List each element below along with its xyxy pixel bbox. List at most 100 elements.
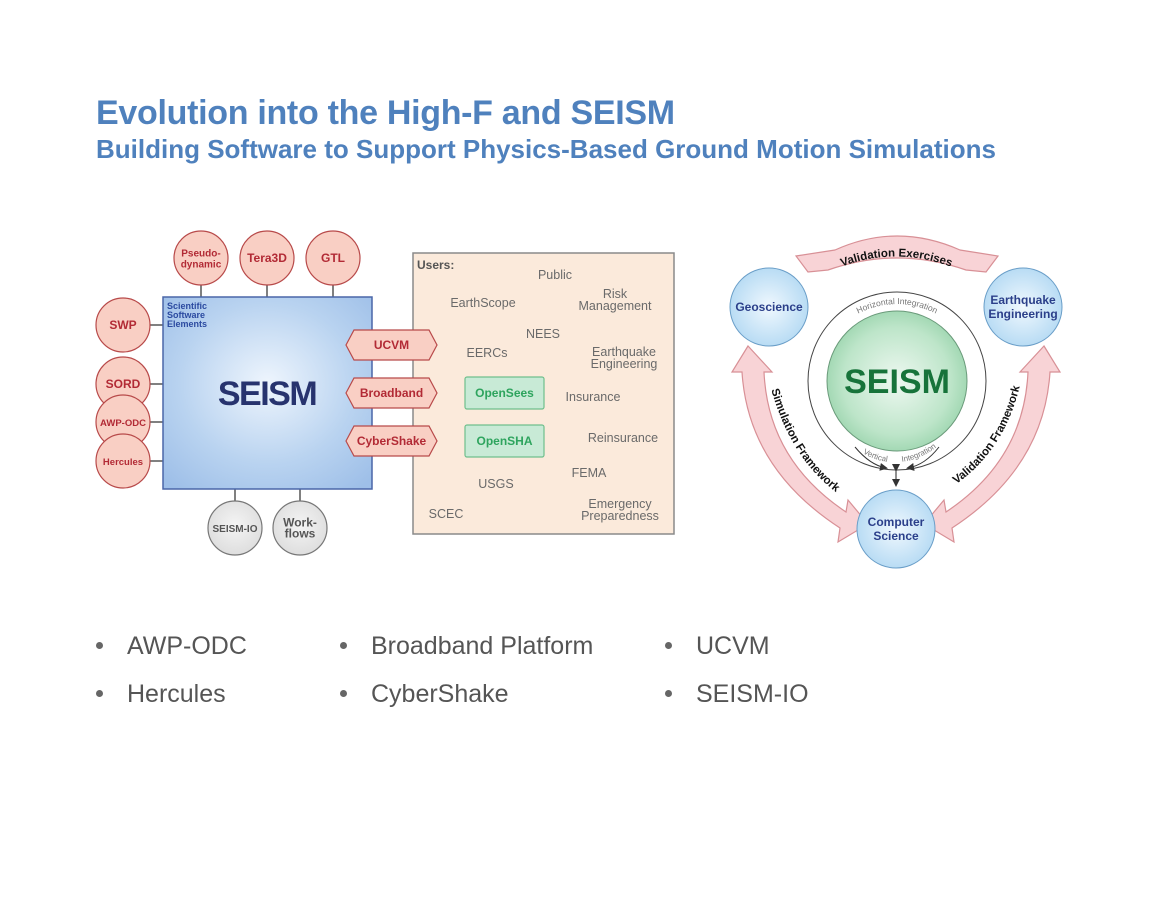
hex-shape — [345, 377, 438, 409]
top-node-label: GTL — [321, 251, 345, 265]
app-box-label: OpenSHA — [476, 434, 532, 448]
left-node-label: SORD — [106, 377, 141, 391]
core-corner-label-1: Scientific — [167, 301, 207, 311]
top-node-label-line-2: dynamic — [181, 260, 222, 271]
left-node: SORD — [95, 356, 151, 412]
discipline-label: Geoscience — [735, 300, 803, 314]
app-box-rect — [464, 376, 545, 410]
seism-integration-diagram: Validation Exercises Simulation Framewor… — [729, 235, 1063, 569]
bullet-dot-icon — [665, 641, 672, 649]
hex-label: Broadband — [360, 386, 423, 400]
bottom-node: SEISM-IO — [207, 500, 263, 556]
user-label: EarthScope — [450, 296, 515, 310]
left-node: Hercules — [95, 433, 151, 489]
bottom-node: Work-flows — [272, 500, 328, 556]
user-label-line-1: Emergency — [588, 497, 652, 511]
bullet-item: SEISM-IO — [665, 680, 809, 709]
bullet-dot-icon — [665, 689, 672, 697]
validation-exercises-arrow — [794, 235, 1000, 273]
user-label-line-2: Engineering — [591, 357, 658, 371]
left-node-label: AWP-ODC — [100, 418, 146, 429]
core-corner-label-2: Software — [167, 310, 205, 320]
user-label: NEES — [526, 327, 560, 341]
user-label-line-2: Preparedness — [581, 509, 659, 523]
hex-shape — [345, 329, 438, 361]
top-node: Pseudo-dynamic — [173, 230, 229, 286]
seism-center-label: SEISM — [844, 363, 950, 401]
bullet-text: UCVM — [696, 632, 770, 660]
user-label-line-2: Management — [579, 299, 652, 313]
bottom-node-label-line-2: flows — [285, 527, 316, 541]
vertical-arrow-left — [854, 446, 888, 471]
bullet-text: AWP-ODC — [127, 632, 247, 660]
hex-label: CyberShake — [357, 434, 427, 448]
core-corner-label-3: Elements — [167, 319, 207, 329]
user-label: EERCs — [467, 346, 508, 360]
node-circle — [272, 500, 328, 556]
pink-arrows — [730, 235, 1062, 544]
seism-center-circle — [826, 310, 968, 452]
app-box-rect — [464, 424, 545, 458]
top-node: GTL — [305, 230, 361, 286]
discipline-node: Geoscience — [729, 267, 809, 347]
discipline-label-line-2: Engineering — [988, 307, 1057, 321]
bottom-node-label: SEISM-IO — [212, 524, 257, 535]
left-node-label: Hercules — [103, 457, 143, 468]
discipline-label-line-1: Earthquake — [990, 293, 1056, 307]
bullet-text: SEISM-IO — [696, 680, 809, 708]
seism-core-label: SEISM — [218, 375, 316, 413]
bullet-item: AWP-ODC — [96, 632, 247, 661]
validation-framework-arrow — [923, 345, 1062, 544]
discipline-circle — [856, 489, 936, 569]
node-circle — [173, 230, 229, 286]
discipline-circle — [983, 267, 1063, 347]
node-circle — [95, 297, 151, 353]
bullet-dot-icon — [96, 641, 103, 649]
bullet-text: Broadband Platform — [371, 632, 594, 660]
bullet-item: Broadband Platform — [340, 632, 593, 661]
node-circle — [95, 433, 151, 489]
top-node-label: Tera3D — [247, 251, 287, 265]
top-node: Tera3D — [239, 230, 295, 286]
left-node-label: SWP — [109, 318, 136, 332]
bullet-dot-icon — [340, 641, 347, 649]
discipline-circle — [729, 267, 809, 347]
slide-subtitle: Building Software to Support Physics-Bas… — [96, 134, 996, 164]
node-circle — [207, 500, 263, 556]
user-label: FEMA — [572, 466, 607, 480]
left-node: SWP — [95, 297, 151, 353]
module-hex: Broadband — [345, 377, 438, 409]
app-box: OpenSees — [464, 376, 545, 410]
bullet-item: CyberShake — [340, 680, 509, 709]
bullet-item: Hercules — [96, 680, 226, 709]
seism-core-box — [162, 296, 373, 490]
vertical-arrow-right — [906, 446, 940, 471]
user-label: Insurance — [566, 390, 621, 404]
user-label: USGS — [478, 477, 513, 491]
users-title: Users: — [417, 258, 454, 272]
discipline-label-line-1: Computer — [868, 515, 925, 529]
discipline-label-line-2: Science — [873, 529, 919, 543]
bullet-text: CyberShake — [371, 680, 509, 708]
bullet-dot-icon — [340, 689, 347, 697]
app-box: OpenSHA — [464, 424, 545, 458]
module-hex: CyberShake — [345, 425, 438, 457]
user-label: Public — [538, 268, 572, 282]
user-label: Reinsurance — [588, 431, 658, 445]
slide-title: Evolution into the High-F and SEISM — [96, 94, 675, 132]
hex-label: UCVM — [374, 338, 409, 352]
bottom-node-label-line-1: Work- — [283, 516, 317, 530]
simulation-framework-arrow — [730, 345, 869, 544]
top-node-label-line-1: Pseudo- — [181, 249, 220, 260]
user-label-line-1: Earthquake — [592, 345, 656, 359]
hex-shape — [345, 425, 438, 457]
user-label: SCEC — [429, 507, 464, 521]
app-box-label: OpenSees — [475, 386, 534, 400]
bullet-text: Hercules — [127, 680, 226, 708]
bullet-item: UCVM — [665, 632, 770, 661]
bullet-dot-icon — [96, 689, 103, 697]
user-label-line-1: Risk — [603, 287, 628, 301]
